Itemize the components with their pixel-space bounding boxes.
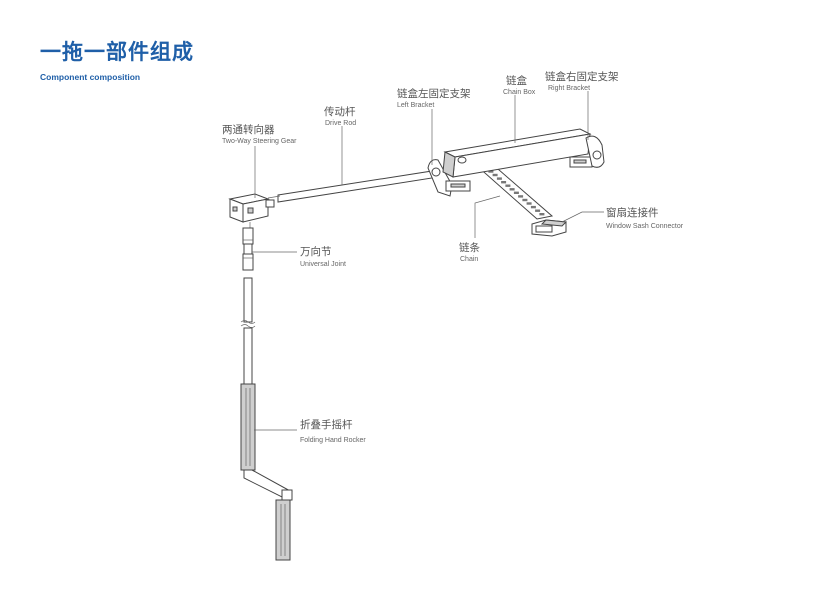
label-folding-hand-rocker: 折叠手摇杆 Folding Hand Rocker	[300, 418, 366, 444]
chain-link	[530, 205, 536, 209]
drive-rod	[267, 170, 433, 203]
label-chain: 链条 Chain	[459, 241, 480, 263]
label-left-bracket: 链盒左固定支架 Left Bracket	[397, 87, 471, 109]
page-title: 一拖一部件组成	[40, 40, 194, 64]
page-subtitle: Component composition	[40, 72, 141, 82]
chain-link	[522, 198, 528, 202]
label-universal-joint: 万向节 Universal Joint	[300, 245, 346, 268]
chain-link	[539, 213, 545, 216]
label-folding-hand-rocker-zh: 折叠手摇杆	[300, 418, 353, 431]
right-bracket	[569, 135, 605, 168]
label-window-sash-connector-en: Window Sash Connector	[606, 223, 684, 230]
leader-lines	[252, 91, 604, 431]
chain-link	[535, 209, 541, 212]
label-drive-rod-en: Drive Rod	[325, 120, 356, 127]
leader-chain	[474, 195, 501, 238]
chain-link	[496, 177, 502, 180]
label-drive-rod-zh: 传动杆	[324, 105, 356, 118]
left-bracket	[427, 159, 471, 197]
chain-link	[526, 202, 532, 205]
label-chain-zh: 链条	[459, 241, 480, 254]
label-steering-gear: 两通转向器 Two-Way Steering Gear	[222, 123, 297, 145]
chain-link	[509, 188, 515, 191]
label-left-bracket-en: Left Bracket	[397, 102, 434, 109]
label-chain-en: Chain	[460, 256, 478, 263]
label-left-bracket-zh: 链盒左固定支架	[397, 87, 471, 100]
label-universal-joint-en: Universal Joint	[300, 261, 346, 268]
label-chain-box-en: Chain Box	[503, 89, 536, 96]
leader-window-sash-connector	[561, 211, 604, 223]
steering-gear	[228, 193, 275, 230]
label-universal-joint-zh: 万向节	[300, 245, 332, 258]
label-steering-gear-en: Two-Way Steering Gear	[222, 138, 297, 145]
label-right-bracket-zh: 链盒右固定支架	[545, 70, 619, 83]
universal-joint	[242, 227, 254, 271]
label-folding-hand-rocker-en: Folding Hand Rocker	[300, 437, 366, 444]
chain-link	[492, 173, 498, 177]
label-chain-box: 链盒 Chain Box	[503, 74, 536, 96]
label-drive-rod: 传动杆 Drive Rod	[324, 105, 356, 127]
chain-link	[513, 191, 519, 194]
label-window-sash-connector: 窗扇连接件 Window Sash Connector	[606, 206, 684, 230]
label-window-sash-connector-zh: 窗扇连接件	[606, 206, 659, 219]
folding-hand-rocker	[240, 277, 293, 561]
label-right-bracket: 链盒右固定支架 Right Bracket	[545, 70, 619, 92]
window-sash-connector	[531, 219, 568, 237]
chain-link	[488, 170, 494, 173]
label-chain-box-zh: 链盒	[506, 74, 527, 87]
label-steering-gear-zh: 两通转向器	[222, 123, 275, 136]
chain-link	[518, 195, 524, 198]
chain-link	[505, 184, 511, 187]
label-right-bracket-en: Right Bracket	[548, 85, 590, 92]
chain-box	[442, 128, 592, 178]
chain-link	[501, 181, 507, 184]
